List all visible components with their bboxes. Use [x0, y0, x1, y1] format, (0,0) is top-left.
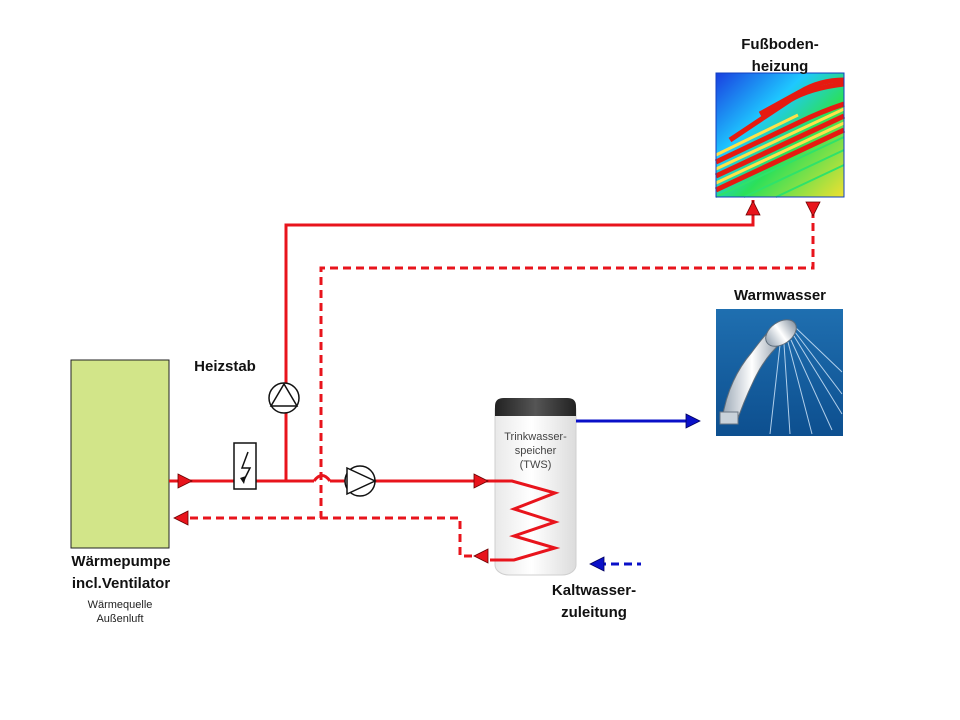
arrow-cold-water: [589, 556, 605, 572]
heat-pump-unit: [70, 359, 170, 549]
arrow-warm-water: [685, 413, 701, 429]
heating-rod-label: Heizstab: [194, 358, 256, 375]
heat-pump-label: Wärmepumpe incl.Ventilator: [71, 553, 171, 592]
arrow-heatpump-out: [177, 473, 193, 489]
tank-label: Trinkwasser- speicher (TWS): [504, 431, 567, 471]
arrow-floor-heating-return: [805, 201, 821, 217]
arrow-floor-heating-supply: [745, 200, 761, 216]
flow-arrows: [173, 200, 821, 572]
heater-icon: [233, 442, 257, 490]
pump-icon-tank-circuit: [344, 465, 377, 497]
warm-water-label: Warmwasser: [734, 287, 826, 304]
arrow-tank-return: [473, 548, 489, 564]
tank-cap: [495, 398, 576, 416]
heat-source-label: Wärmequelle Außenluft: [87, 599, 153, 625]
arrow-heatpump-in: [173, 510, 189, 526]
cold-water-label: Kaltwasser- zuleitung: [551, 582, 637, 621]
heating-coil: [490, 479, 561, 562]
floor-heating-icon: [714, 72, 846, 198]
floor-heating-label: Fußboden- heizung: [741, 36, 819, 75]
return-pipe-floor-heating: [319, 210, 815, 518]
return-pipe-main: [190, 516, 478, 558]
hot-water-tank: [490, 398, 577, 576]
arrow-tank-in: [473, 473, 489, 489]
shower-icon: [716, 309, 843, 436]
pump-icon: [268, 382, 300, 414]
